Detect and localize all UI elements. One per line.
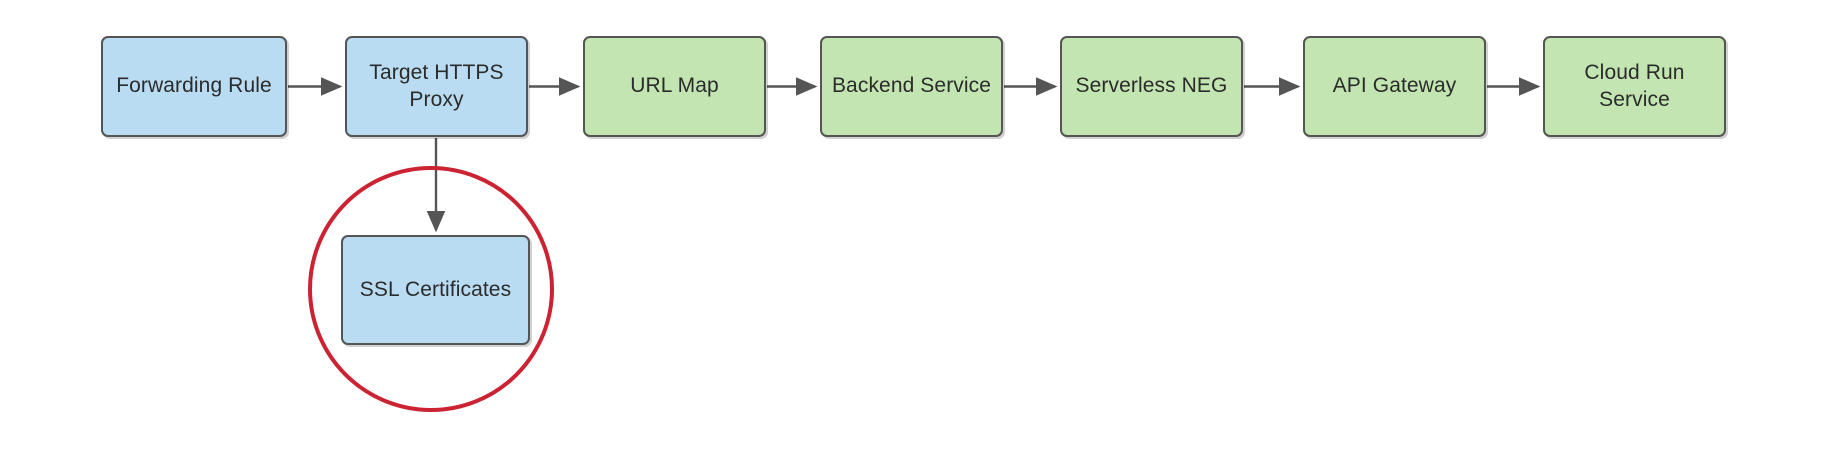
node-cloud-run-service[interactable]: Cloud Run Service (1543, 36, 1726, 137)
node-forwarding-rule[interactable]: Forwarding Rule (101, 36, 287, 137)
node-label: Serverless NEG (1075, 74, 1228, 98)
node-backend-service[interactable]: Backend Service (820, 36, 1003, 137)
node-label: Cloud Run Service (1584, 60, 1685, 111)
node-label: Target HTTPS Proxy (369, 60, 504, 111)
node-target-https-proxy[interactable]: Target HTTPS Proxy (345, 36, 528, 137)
node-label: Backend Service (831, 74, 992, 98)
node-serverless-neg[interactable]: Serverless NEG (1060, 36, 1243, 137)
node-label: URL Map (630, 74, 719, 98)
node-url-map[interactable]: URL Map (583, 36, 766, 137)
node-label: API Gateway (1332, 74, 1457, 98)
node-ssl-certificates[interactable]: SSL Certificates (341, 235, 530, 345)
node-api-gateway[interactable]: API Gateway (1303, 36, 1486, 137)
node-label: SSL Certificates (359, 277, 512, 301)
node-label: Forwarding Rule (116, 74, 272, 98)
